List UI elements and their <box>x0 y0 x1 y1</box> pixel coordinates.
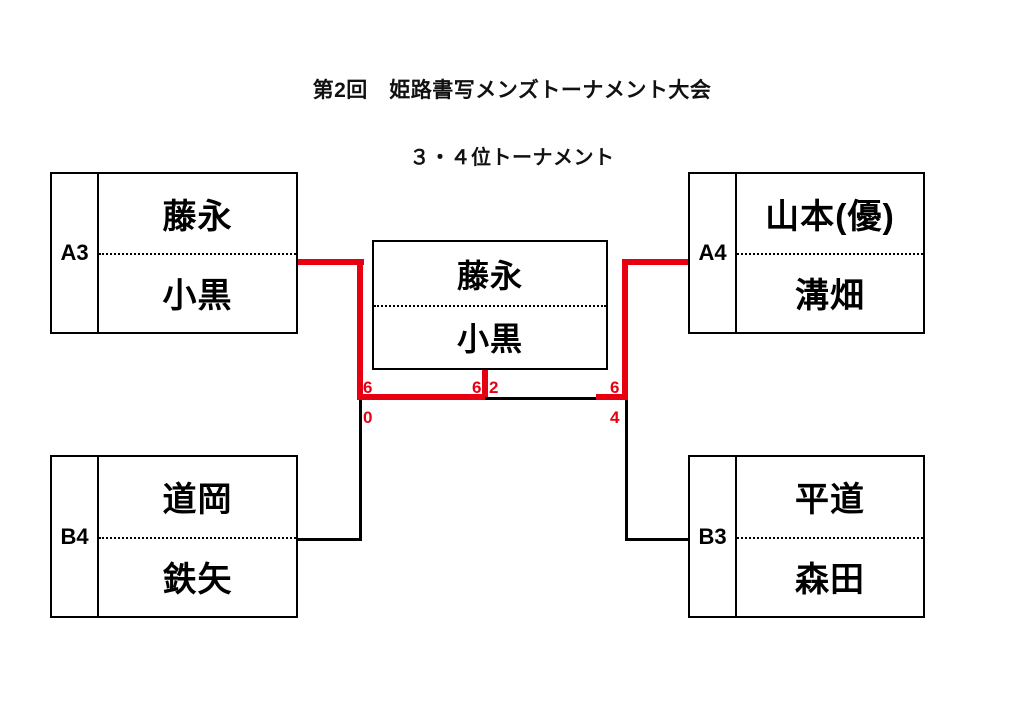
name-divider <box>99 253 296 255</box>
champion-box[interactable]: 藤永 小黒 <box>372 240 608 370</box>
name-divider <box>374 305 606 307</box>
seed-label-a4: A4 <box>690 174 737 332</box>
player-name-bottom: 小黒 <box>162 277 233 315</box>
player-names-b3: 平道 森田 <box>737 457 923 616</box>
team-box-a4[interactable]: A4 山本(優) 溝畑 <box>688 172 925 334</box>
player-name-bottom: 森田 <box>795 560 865 599</box>
name-divider <box>99 536 296 539</box>
score-left-semifinal-winner: 6 <box>363 378 373 397</box>
score-right-semifinal-winner: 6 <box>610 378 620 397</box>
player-name-top: 平道 <box>795 481 865 520</box>
seed-label-b3: B3 <box>690 457 737 616</box>
score-left-semifinal-loser: 0 <box>363 408 373 427</box>
score-final-left-winner: 6 <box>472 378 482 397</box>
player-names-a3: 藤永 小黒 <box>99 174 296 332</box>
player-name-bottom: 小黒 <box>456 320 523 357</box>
team-box-a3[interactable]: A3 藤永 小黒 <box>50 172 298 334</box>
page-title: 第2回 姫路書写メンズトーナメント大会 <box>312 79 712 102</box>
score-right-semifinal-loser: 4 <box>610 408 620 427</box>
player-name-top: 藤永 <box>162 198 233 236</box>
connector-b3-horizontal <box>625 538 690 541</box>
player-name-top: 道岡 <box>162 481 233 520</box>
player-name-bottom: 溝畑 <box>795 277 865 315</box>
connector-final-bottom <box>485 397 628 400</box>
player-names-b4: 道岡 鉄矢 <box>99 457 296 616</box>
connector-b3-vertical <box>625 400 628 541</box>
connector-a3-horizontal <box>296 259 364 265</box>
player-name-top: 山本(優) <box>765 198 895 236</box>
score-final-left-loser: 2 <box>489 378 499 397</box>
connector-right-semifinal-bar <box>596 394 628 400</box>
connector-a3-vertical <box>357 259 363 400</box>
connector-b4-vertical <box>359 400 362 541</box>
name-divider <box>737 253 923 255</box>
seed-label-a3: A3 <box>52 174 99 332</box>
bracket-subtitle: ３・４位トーナメント <box>409 147 615 169</box>
connector-a4-vertical <box>622 259 628 400</box>
connector-b4-horizontal <box>296 538 362 541</box>
player-name-top: 藤永 <box>456 257 523 294</box>
player-names-final: 藤永 小黒 <box>374 242 606 368</box>
connector-final-left-riser <box>482 368 488 400</box>
team-box-b3[interactable]: B3 平道 森田 <box>688 455 925 618</box>
connector-a4-horizontal <box>622 259 690 265</box>
seed-label-b4: B4 <box>52 457 99 616</box>
player-names-a4: 山本(優) 溝畑 <box>737 174 923 332</box>
team-box-b4[interactable]: B4 道岡 鉄矢 <box>50 455 298 618</box>
connector-left-semifinal-bar <box>357 394 488 400</box>
player-name-bottom: 鉄矢 <box>162 560 233 599</box>
name-divider <box>737 536 923 539</box>
